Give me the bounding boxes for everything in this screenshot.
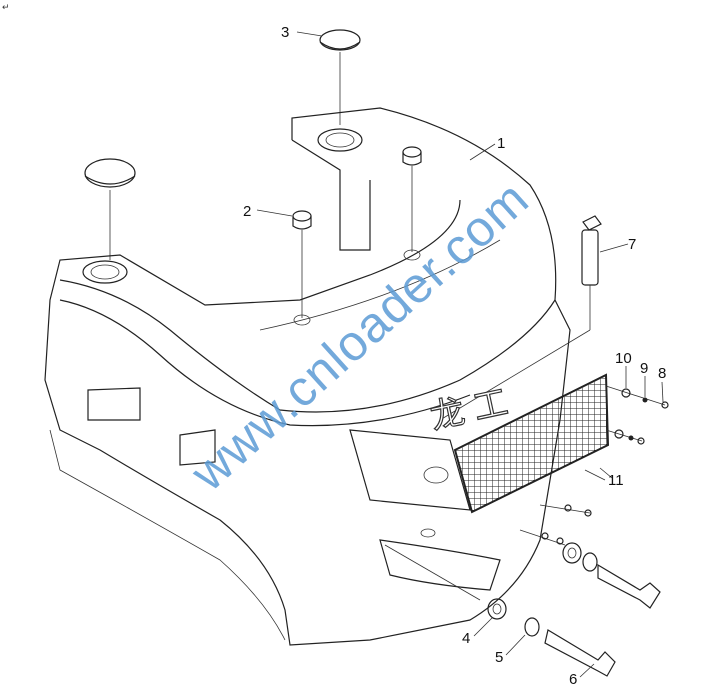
callout-8: 8 (658, 365, 667, 382)
callout-3: 3 (281, 24, 290, 41)
fasteners-8-9-10 (519, 385, 669, 546)
callout-11: 11 (608, 472, 624, 489)
callout-10: 10 (615, 350, 632, 367)
leader-lines (256, 31, 664, 678)
corner-mark: ↵ (2, 2, 10, 12)
plug-2 (292, 146, 422, 318)
callout-1: 1 (497, 135, 506, 152)
callout-9: 9 (640, 360, 649, 377)
callout-7: 7 (628, 236, 637, 253)
mesh-screen-11 (453, 373, 613, 514)
callout-6: 6 (569, 671, 578, 688)
cap-left (84, 158, 136, 260)
hood-body-1 (44, 107, 571, 646)
dipstick-7 (439, 215, 602, 421)
callout-4: 4 (462, 630, 471, 647)
bolts-washers-4-5-6 (384, 542, 661, 677)
callout-2: 2 (243, 203, 252, 220)
callout-5: 5 (495, 649, 504, 666)
